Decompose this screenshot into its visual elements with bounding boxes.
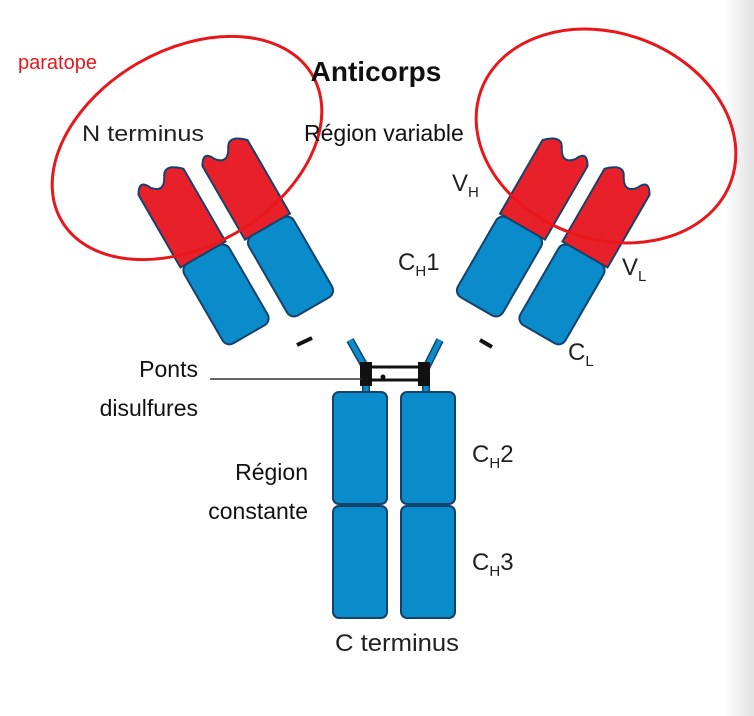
ch1-sub: H: [415, 263, 426, 280]
ch2-main: C: [472, 441, 489, 468]
n-terminus-label: N terminus: [82, 121, 204, 146]
right-heavy-chain: [455, 137, 589, 318]
cl-label: CL: [568, 339, 594, 370]
left-light-chain: [137, 166, 270, 346]
disulfide-right-cap: [418, 362, 430, 386]
left-vl-domain: [137, 166, 227, 269]
right-fab-arm: [455, 137, 651, 349]
fc-region: [332, 391, 456, 619]
left-ch1-domain: [246, 215, 335, 318]
cl-main: C: [568, 339, 585, 366]
region-constante-line1: Région: [235, 459, 308, 485]
right-ch1-domain: [455, 215, 544, 318]
left-heavy-chain: [201, 137, 335, 318]
left-ch2-domain: [332, 391, 388, 505]
ponts-label-line2: disulfures: [100, 395, 198, 421]
ch1-label: CH1: [398, 249, 440, 280]
vl-sub: L: [638, 268, 646, 285]
right-interchain-bond: [478, 338, 494, 349]
right-ch2-domain: [400, 391, 456, 505]
left-fab-arm: [137, 137, 335, 347]
disulfide-bridge: [360, 362, 430, 386]
right-paratope-ellipse: [474, 27, 738, 245]
ch3-label: CH3: [472, 549, 514, 580]
right-vh-domain: [498, 137, 589, 242]
left-ch3-domain: [332, 505, 388, 619]
vl-label: VL: [622, 254, 646, 285]
ch3-num: 3: [500, 549, 513, 576]
cl-sub: L: [585, 353, 593, 370]
ch2-sub: H: [489, 455, 500, 472]
left-interchain-bond: [296, 336, 313, 347]
ch2-num: 2: [500, 441, 513, 468]
left-cl-domain: [182, 243, 270, 346]
vh-label: VH: [452, 170, 479, 201]
c-terminus-label: C terminus: [335, 630, 459, 657]
ch3-main: C: [472, 549, 489, 576]
right-ch3-domain: [400, 505, 456, 619]
disulfide-left-cap: [360, 362, 372, 386]
vl-main: V: [622, 254, 638, 281]
vh-main: V: [452, 170, 468, 197]
right-light-chain: [518, 166, 651, 346]
vh-sub: H: [468, 184, 479, 201]
right-cl-domain: [518, 243, 606, 346]
ch1-main: C: [398, 249, 415, 276]
ch1-num: 1: [426, 249, 439, 276]
ch2-label: CH2: [472, 441, 514, 472]
disulfide-dot: [380, 374, 386, 380]
ponts-label-line1: Ponts: [139, 356, 198, 382]
diagram-title: Anticorps: [311, 56, 442, 87]
region-constante-line2: constante: [208, 498, 308, 524]
right-vl-domain: [561, 166, 651, 269]
region-variable-label: Région variable: [304, 120, 464, 146]
left-vh-domain: [201, 137, 292, 242]
left-paratope-ellipse: [50, 34, 324, 262]
paratope-label: paratope: [18, 52, 97, 74]
ch3-sub: H: [489, 563, 500, 580]
